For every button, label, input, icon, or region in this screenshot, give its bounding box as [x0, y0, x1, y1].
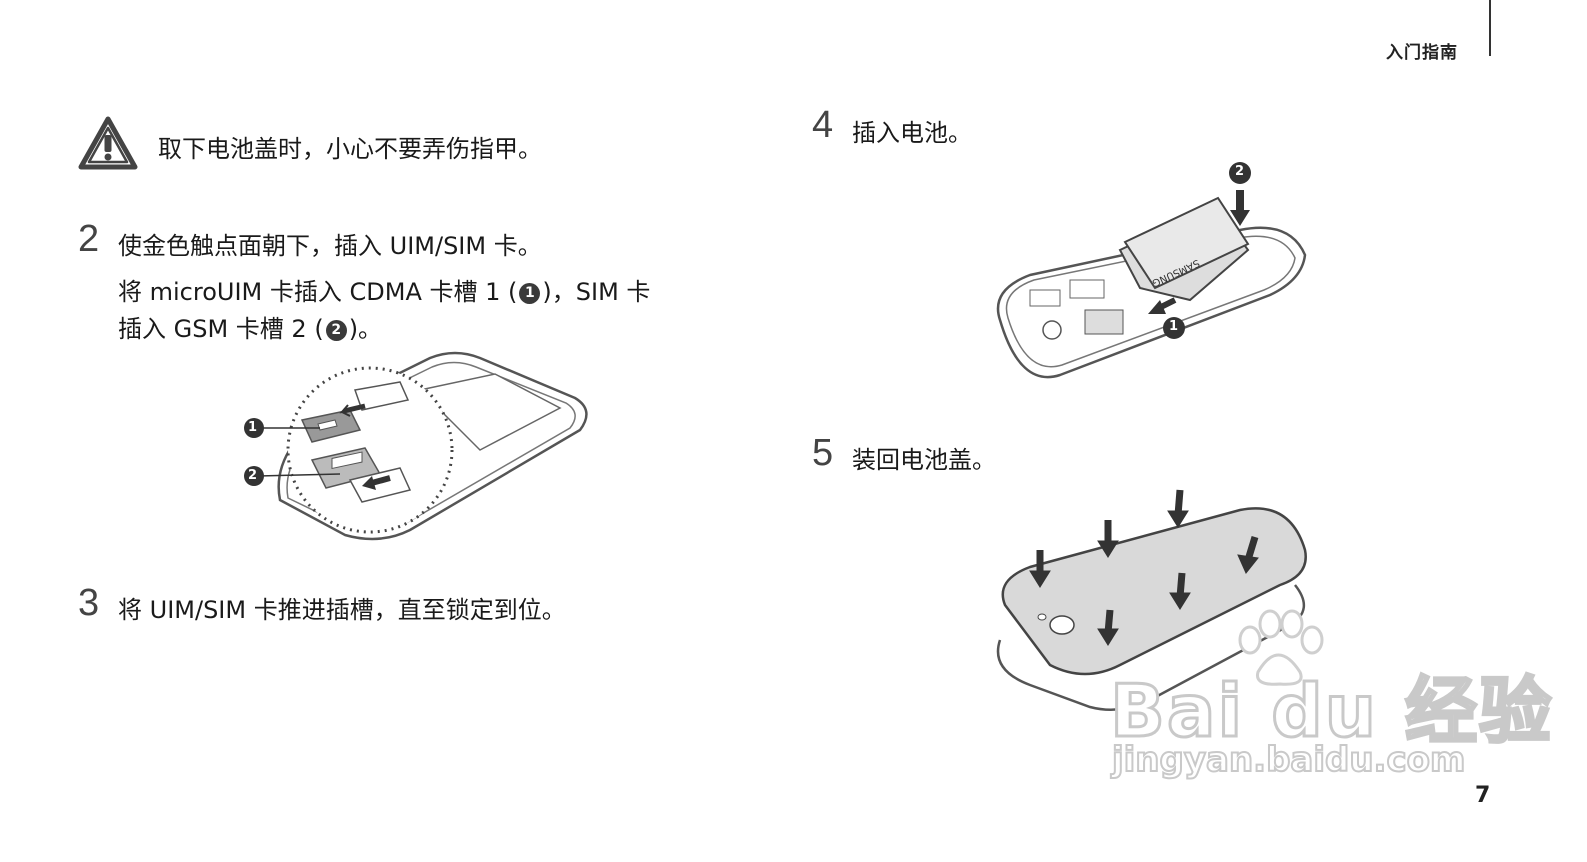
warning-icon	[78, 115, 138, 171]
step-2-detail-line2-a: 插入 GSM 卡槽 2 (	[118, 315, 324, 343]
step-5-text: 装回电池盖。	[852, 446, 996, 474]
step-number-5: 5	[812, 432, 834, 474]
step-2-text: 使金色触点面朝下，插入 UIM/SIM 卡。	[118, 232, 542, 260]
baidu-watermark-url: jingyan.baidu.com	[1111, 739, 1466, 781]
baidu-watermark-logo: Bai du 经验	[1108, 668, 1554, 755]
battery-cover-illustration	[990, 485, 1320, 715]
step-2-detail-line2-b: )。	[348, 315, 383, 343]
step-2-detail-line1-a: 将 microUIM 卡插入 CDMA 卡槽 1 (	[118, 278, 518, 306]
step-2-detail-line2: 插入 GSM 卡槽 2 (2)。	[118, 309, 382, 344]
page-number: 7	[1475, 783, 1491, 808]
battery-insertion-illustration: SAMSUNG 2 1	[990, 160, 1310, 390]
callout-1-badge: 1	[519, 282, 541, 304]
warning-text: 取下电池盖时，小心不要弄伤指甲。	[158, 135, 542, 163]
section-title: 入门指南	[1386, 43, 1458, 63]
illustration-callout-1: 1	[248, 420, 258, 435]
step-2-detail-line1: 将 microUIM 卡插入 CDMA 卡槽 1 (1)，SIM 卡	[118, 272, 650, 307]
battery-callout-1: 1	[1169, 319, 1179, 334]
step-4-text: 插入电池。	[852, 119, 972, 147]
battery-callout-2: 2	[1235, 164, 1245, 179]
step-number-3: 3	[78, 582, 100, 624]
illustration-callout-2: 2	[248, 468, 258, 483]
header-rule	[1489, 0, 1491, 56]
sim-insertion-illustration: 1 2	[240, 350, 600, 545]
step-number-2: 2	[78, 218, 100, 260]
callout-2-badge: 2	[325, 319, 347, 341]
step-3-text: 将 UIM/SIM 卡推进插槽，直至锁定到位。	[118, 596, 566, 624]
baidu-paw-logo-watermark	[1228, 609, 1328, 690]
step-2-detail-line1-b: )，SIM 卡	[542, 278, 651, 306]
step-number-4: 4	[812, 104, 834, 146]
